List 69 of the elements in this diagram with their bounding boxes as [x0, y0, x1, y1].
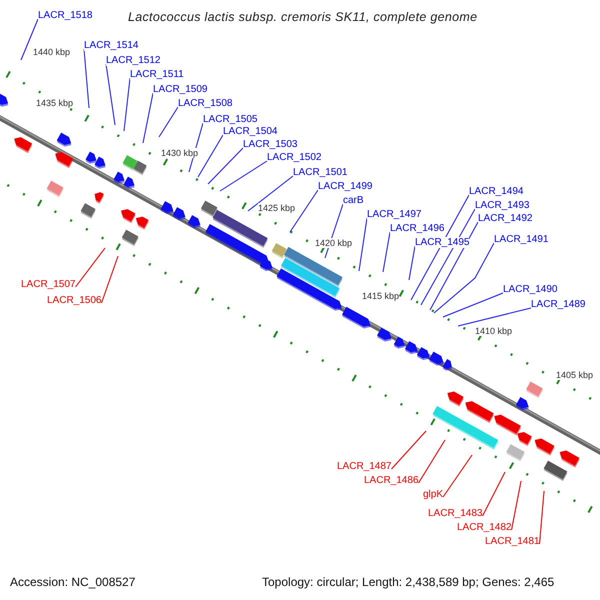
leader-line	[100, 256, 118, 304]
leader-line	[198, 134, 224, 178]
gene-label: LACR_1503	[243, 139, 298, 150]
leader-line	[442, 454, 472, 498]
leader-line	[84, 48, 90, 108]
gene-label: glpK	[423, 489, 444, 500]
leader-line	[220, 160, 268, 192]
leader-line	[510, 480, 522, 530]
leader-line	[430, 222, 478, 310]
position-label: 1425 kbp	[258, 203, 296, 213]
leader-line	[458, 308, 532, 326]
gene-label: LACR_1508	[178, 98, 232, 109]
position-label: 1410 kbp	[475, 326, 512, 336]
leader-line	[418, 440, 446, 484]
gene-label: LACR_1481	[485, 536, 540, 547]
leader-line	[434, 242, 494, 314]
leader-line	[390, 430, 426, 470]
gene-label: LACR_1490	[503, 284, 558, 295]
gene-label: LACR_1518	[38, 10, 92, 21]
gene-label: LACR_1482	[457, 522, 512, 533]
leader-line	[538, 490, 544, 544]
leader-line	[482, 472, 506, 516]
gene-label: LACR_1492	[478, 213, 532, 224]
leader-line	[358, 218, 368, 272]
gene-label: LACR_1489	[531, 299, 586, 310]
gene-label: LACR_1511	[130, 69, 184, 80]
leader-line	[410, 194, 470, 300]
gene-label: LACR_1502	[267, 152, 322, 163]
gene-label: LACR_1505	[203, 114, 258, 125]
gene-label: LACR_1512	[106, 55, 160, 66]
gene-label: carB	[343, 195, 364, 206]
footer-text: Topology: circular; Length: 2,438,589 bp; Genes: 2,465	[262, 575, 554, 589]
position-label: 1440 kbp	[33, 47, 70, 57]
position-label: 1435 kbp	[36, 98, 74, 108]
leader-line	[408, 246, 416, 280]
leader-line	[248, 176, 294, 212]
title: Lactococcus lactis subsp. cremoris SK11, complete genome	[128, 10, 478, 24]
gene-label: LACR_1504	[223, 126, 278, 137]
position-label: 1430 kbp	[161, 148, 198, 158]
leader-line	[442, 292, 504, 318]
gene-label: LACR_1509	[153, 84, 208, 95]
gene-label: LACR_1514	[84, 40, 138, 51]
leader-line	[106, 64, 116, 126]
gene-label: LACR_1499	[318, 181, 372, 192]
gene-label: LACR_1501	[293, 167, 348, 178]
leader-line	[382, 232, 390, 272]
position-label: 1405 kbp	[556, 370, 594, 380]
gene-label: LACR_1487	[337, 461, 392, 472]
leader-line	[208, 148, 244, 184]
gene-label: LACR_1506	[47, 295, 102, 306]
leader-line	[420, 208, 476, 306]
leader-line	[158, 106, 178, 138]
position-label: 1420 kbp	[315, 238, 352, 248]
leader-line	[124, 78, 130, 132]
gene-label: LACR_1497	[367, 209, 422, 220]
gene-label: LACR_1494	[469, 186, 524, 197]
gene-label: LACR_1495	[415, 237, 470, 248]
leader-line	[74, 248, 106, 288]
position-label: 1415 kbp	[362, 291, 400, 301]
gene-label: LACR_1507	[21, 279, 76, 290]
gene-label: LACR_1491	[494, 234, 548, 245]
gene-label: LACR_1493	[475, 200, 530, 211]
gene-label: LACR_1483	[428, 508, 482, 519]
leader-line	[20, 18, 38, 60]
leader-line	[290, 190, 318, 232]
gene-label: LACR_1486	[364, 475, 418, 486]
gene-label: LACR_1496	[390, 223, 444, 234]
leader-line	[142, 92, 154, 144]
footer-text: Accession: NC_008527	[10, 575, 136, 589]
